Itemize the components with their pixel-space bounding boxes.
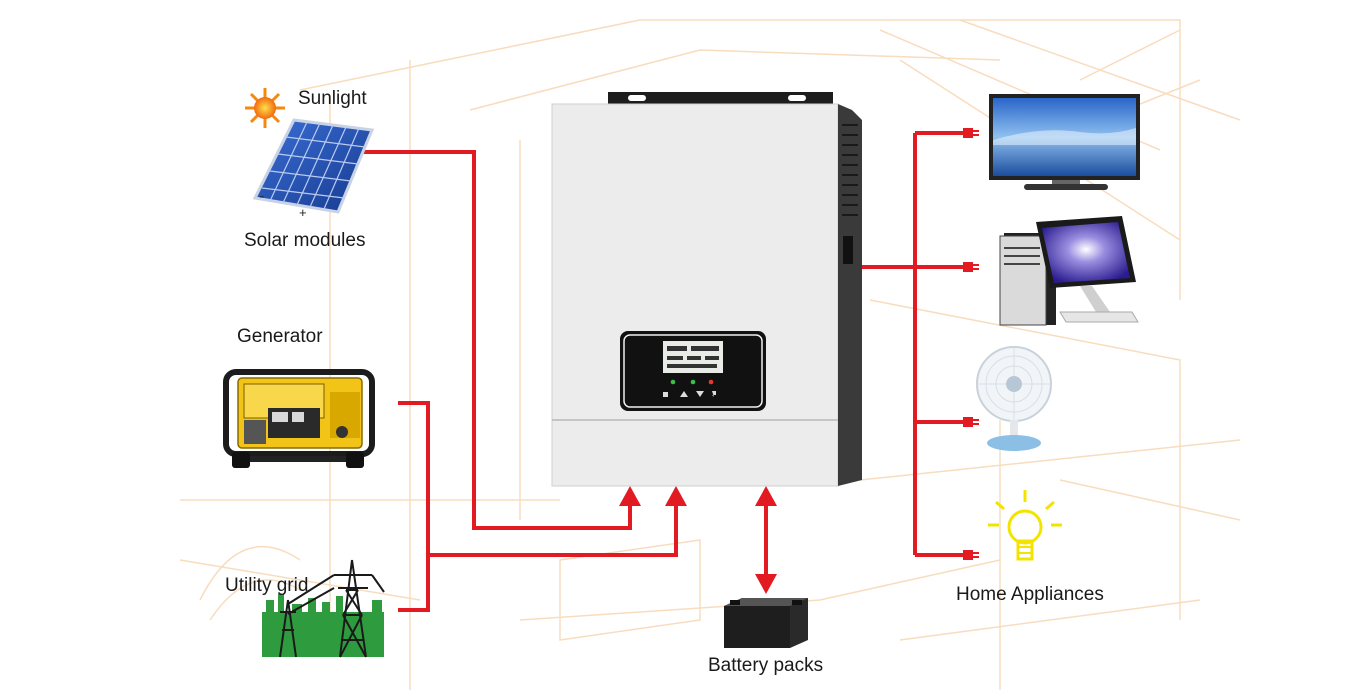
wire-arrowheads (619, 486, 777, 594)
solar-minus-sign: - (259, 188, 265, 205)
sunlight-label: Sunlight (298, 88, 367, 109)
generator-label: Generator (237, 326, 323, 347)
battery-icon (724, 598, 808, 648)
solar-modules-label: Solar modules (244, 230, 366, 251)
utility-grid-label: Utility grid (225, 575, 309, 596)
plug-connectors (963, 128, 979, 560)
light-bulb-icon (988, 490, 1062, 561)
sun-icon (245, 88, 285, 128)
fan-icon (976, 346, 1052, 451)
solar-panel-icon (252, 118, 375, 214)
solar-plus-sign: + (299, 205, 307, 220)
generator-icon (223, 369, 375, 468)
utility-tower-icon (262, 559, 385, 658)
home-appliances-label: Home Appliances (956, 584, 1104, 605)
tv-icon (989, 94, 1140, 190)
power-wiring (358, 131, 965, 612)
background-sketch (179, 19, 1241, 690)
computer-icon (999, 216, 1139, 326)
inverter-device (551, 92, 862, 487)
battery-packs-label: Battery packs (708, 655, 824, 676)
